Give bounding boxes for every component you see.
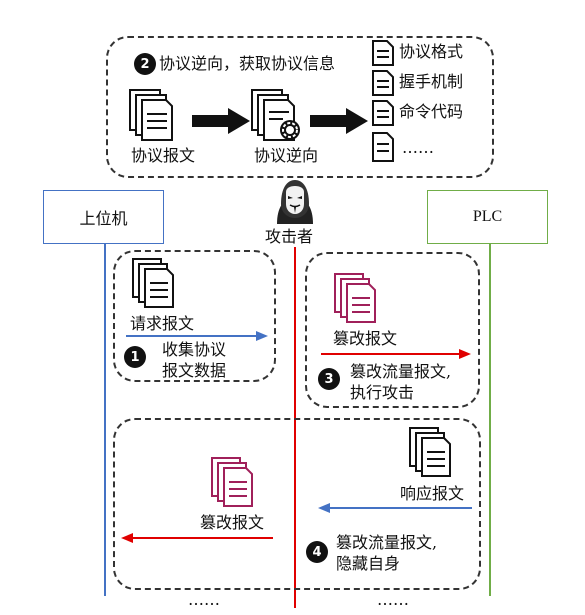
tamper-caption-line2: 执行攻击 xyxy=(350,383,415,402)
ellipsis-left: …… xyxy=(188,590,220,609)
arrow-right-icon xyxy=(310,108,368,134)
host-lifeline xyxy=(104,244,106,596)
request-arrow xyxy=(126,331,268,341)
tampered-response-arrow xyxy=(121,533,273,543)
hide-panel xyxy=(113,418,481,590)
hacker-icon xyxy=(277,180,313,224)
attacker-lifeline xyxy=(294,240,296,608)
step-1-badge: 1 xyxy=(124,346,146,368)
tamper-message-label: 篡改报文 xyxy=(333,329,398,348)
plc-box: PLC xyxy=(427,190,548,244)
hide-caption-line1: 篡改流量报文, xyxy=(336,533,438,552)
protocol-reverse-title: 协议逆向，获取协议信息 xyxy=(159,54,336,73)
ellipsis-right: …… xyxy=(377,590,409,609)
arrow-right-icon xyxy=(192,108,250,134)
info-item-handshake: 握手机制 xyxy=(399,72,464,91)
protocol-message-label: 协议报文 xyxy=(131,146,196,165)
tampered-document-icon xyxy=(334,273,376,323)
host-label: 上位机 xyxy=(79,209,128,228)
info-item-command-code: 命令代码 xyxy=(399,102,464,121)
tamper-caption-line1: 篡改流量报文, xyxy=(350,362,452,381)
document-stack-icon xyxy=(129,89,173,141)
step-3-badge: 3 xyxy=(318,368,340,390)
tamper-panel xyxy=(305,252,480,408)
response-arrow xyxy=(318,503,472,513)
document-stack-icon xyxy=(409,427,451,477)
step-2-badge: 2 xyxy=(134,53,156,75)
host-box: 上位机 xyxy=(43,190,164,244)
collect-caption-line1: 收集协议 xyxy=(162,340,227,359)
step-4-badge: 4 xyxy=(306,541,328,563)
document-icon xyxy=(372,100,394,126)
document-icon xyxy=(372,40,394,66)
tampered-document-icon xyxy=(211,457,253,507)
collect-caption-line2: 报文数据 xyxy=(162,361,227,380)
info-item-more: …… xyxy=(402,138,434,157)
tampered-request-arrow xyxy=(321,349,471,359)
plc-label: PLC xyxy=(472,208,503,225)
tampered-response-label: 篡改报文 xyxy=(200,513,265,532)
request-message-label: 请求报文 xyxy=(130,314,195,333)
response-message-label: 响应报文 xyxy=(400,484,465,503)
collect-panel xyxy=(113,250,276,382)
document-gear-icon xyxy=(251,89,300,141)
document-icon xyxy=(372,70,394,96)
attacker-label: 攻击者 xyxy=(265,227,314,247)
protocol-reverse-label: 协议逆向 xyxy=(254,146,319,165)
document-icon xyxy=(372,132,394,162)
info-item-format: 协议格式 xyxy=(399,42,464,61)
hide-caption-line2: 隐藏自身 xyxy=(336,554,401,573)
plc-lifeline xyxy=(489,244,491,596)
document-stack-icon xyxy=(132,258,174,308)
protocol-reverse-panel xyxy=(106,36,494,178)
